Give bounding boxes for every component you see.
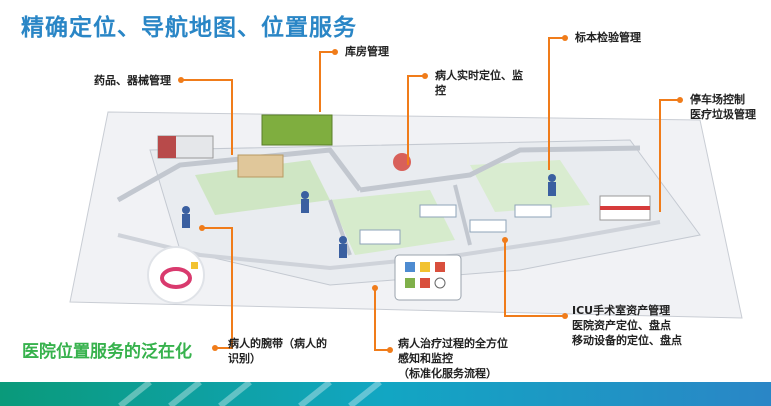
green-room-right xyxy=(470,160,590,212)
callout-specimen xyxy=(548,37,565,170)
callout-patient-track xyxy=(407,75,425,165)
callout-wristband xyxy=(202,227,233,349)
dot-target-treatment xyxy=(372,285,378,291)
dot-target-icu xyxy=(502,237,508,243)
label-parking: 停车场控制 医疗垃圾管理 xyxy=(690,92,756,122)
tablet-icon xyxy=(394,254,462,301)
callout-dots xyxy=(178,35,683,353)
wristband-strap-icon xyxy=(160,267,192,289)
dot-parking xyxy=(677,97,683,103)
sensor-orb-icon xyxy=(393,153,411,171)
stripe-5 xyxy=(348,382,382,406)
person-icon-4 xyxy=(548,174,556,182)
label-treatment-line3: （标准化服务流程） xyxy=(398,367,497,380)
wall-center xyxy=(359,145,641,193)
green-room-left xyxy=(195,160,330,215)
tablet-tile-3-icon xyxy=(435,262,445,272)
callout-storage xyxy=(319,51,335,112)
bottom-banner-stripes xyxy=(118,382,382,406)
label-icu: ICU手术室资产管理 医院资产定位、盘点 移动设备的定位、盘点 xyxy=(572,303,682,348)
tablet-tile-4-icon xyxy=(405,278,415,288)
bed-icon-2 xyxy=(419,204,457,218)
label-patient-track-line1: 病人实时定位、监 xyxy=(435,69,523,82)
dot-icu xyxy=(562,313,568,319)
dot-target-wristband xyxy=(199,225,205,231)
label-patient-track-line2: 控 xyxy=(435,84,446,97)
person-icon-2 xyxy=(301,191,309,199)
label-wristband-line2: 识别） xyxy=(228,352,261,365)
storage-shelf xyxy=(261,114,333,146)
callout-lines xyxy=(181,37,680,351)
label-wristband: 病人的腕带（病人的 识别） xyxy=(228,336,327,366)
label-icu-line3: 移动设备的定位、盘点 xyxy=(572,334,682,347)
label-treatment-line1: 病人治疗过程的全方位 xyxy=(398,337,508,350)
person-icon-3 xyxy=(339,236,347,244)
bed-icon-4 xyxy=(514,204,552,218)
ambulance-stripe-icon xyxy=(600,206,650,210)
tablet-tile-2-icon xyxy=(420,262,430,272)
bottom-banner xyxy=(0,382,771,406)
label-treatment: 病人治疗过程的全方位 感知和监控 （标准化服务流程） xyxy=(398,336,508,381)
section-subtitle: 医院位置服务的泛在化 xyxy=(22,342,192,362)
storage-shelf-2 xyxy=(237,154,284,178)
wristband-tag-icon xyxy=(191,262,198,269)
person-icon xyxy=(182,206,190,214)
label-drugs: 药品、器械管理 xyxy=(94,74,171,87)
label-specimen: 标本检验管理 xyxy=(575,31,641,44)
bed-icon-3 xyxy=(469,219,507,233)
dot-treatment xyxy=(387,347,393,353)
dot-drugs xyxy=(178,77,184,83)
label-storage: 库房管理 xyxy=(345,45,389,58)
callout-drugs xyxy=(181,79,233,155)
stripe-1 xyxy=(118,382,152,406)
label-icu-line1: ICU手术室资产管理 xyxy=(572,304,671,317)
truck-cab-icon xyxy=(158,136,176,158)
label-wristband-line1: 病人的腕带（病人的 xyxy=(228,337,327,350)
label-patient-track: 病人实时定位、监 控 xyxy=(435,68,523,98)
callout-icu xyxy=(504,240,565,317)
label-parking-line2: 医疗垃圾管理 xyxy=(690,108,756,121)
callout-treatment xyxy=(374,288,390,351)
stripe-3 xyxy=(218,382,252,406)
callout-parking xyxy=(659,99,680,212)
page-title: 精确定位、导航地图、位置服务 xyxy=(21,15,357,41)
person-body-icon xyxy=(182,214,190,228)
bed-icon xyxy=(359,229,401,245)
person-body-icon-2 xyxy=(301,199,309,213)
tablet-tile-5-icon xyxy=(420,278,430,288)
dot-specimen xyxy=(562,35,568,41)
label-icu-line2: 医院资产定位、盘点 xyxy=(572,319,671,332)
wristband-icon xyxy=(147,246,205,304)
dot-storage xyxy=(332,49,338,55)
tablet-tile-6-icon xyxy=(434,277,446,289)
wall-inner-2 xyxy=(453,184,472,246)
label-treatment-line2: 感知和监控 xyxy=(398,352,453,365)
stripe-4 xyxy=(298,382,332,406)
stripe-2 xyxy=(168,382,202,406)
person-body-icon-4 xyxy=(548,182,556,196)
tablet-tile-1-icon xyxy=(405,262,415,272)
label-parking-line1: 停车场控制 xyxy=(690,93,745,106)
person-body-icon-3 xyxy=(339,244,347,258)
dot-wristband xyxy=(212,345,218,351)
dot-patient-track xyxy=(422,73,428,79)
